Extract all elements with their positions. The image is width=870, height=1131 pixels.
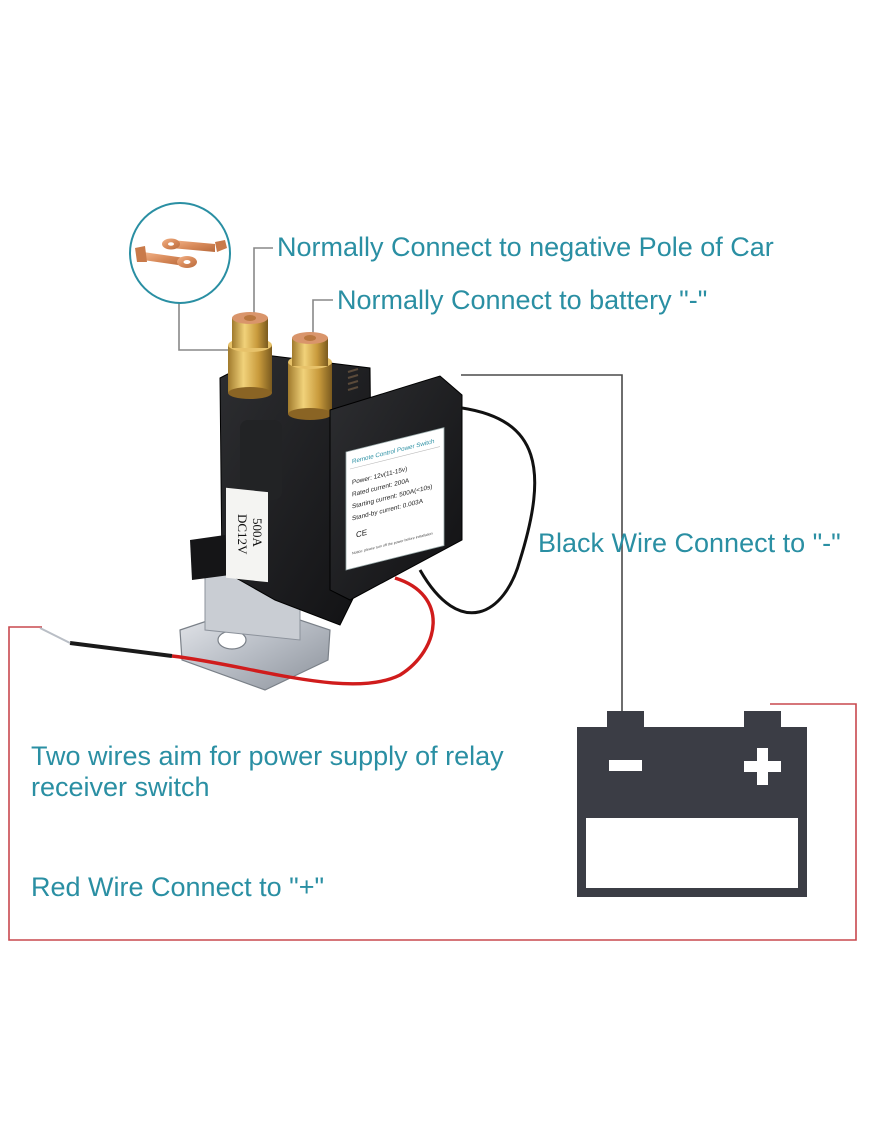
black-lead <box>69 641 173 658</box>
label-black-wire: Black Wire Connect to "-" <box>538 528 841 558</box>
label-red-wire: Red Wire Connect to "+" <box>31 872 325 902</box>
label-negative-pole: Normally Connect to negative Pole of Car <box>277 232 774 262</box>
red-wire <box>171 576 435 686</box>
battery-minus-symbol <box>609 760 642 771</box>
label-two-wires: Two wires aim for power supply of relay … <box>31 741 504 802</box>
red-wire-route-line <box>8 626 857 941</box>
black-wire <box>418 406 537 615</box>
relay-switch: 500A DC12V Remote Contr <box>179 312 463 691</box>
car-battery-icon <box>577 711 807 897</box>
mounting-bracket <box>179 559 331 691</box>
label-battery-negative: Normally Connect to battery "-" <box>337 285 708 315</box>
relay-spring <box>347 368 359 391</box>
bare-wire-tip <box>39 627 71 644</box>
ring-terminal-lugs-icon <box>129 202 231 304</box>
leader-battery-negative <box>312 299 333 336</box>
terminal-stud-right <box>288 332 332 420</box>
relay-side-label: 500A DC12V <box>226 487 268 583</box>
leader-negative-pole <box>253 247 273 316</box>
leader-lines <box>178 247 333 351</box>
relay-info-plate: Remote Control Power Switch Power: 12v(1… <box>345 427 445 571</box>
leader-inset <box>178 303 232 351</box>
battery-plus-symbol <box>744 748 781 785</box>
terminal-stud-left <box>228 312 272 399</box>
relay-side-label-line1: 500A <box>250 518 265 548</box>
relay-side-label-line2: DC12V <box>235 514 250 555</box>
black-wire-route-line <box>461 374 623 714</box>
plate-marks: CE <box>356 528 368 540</box>
